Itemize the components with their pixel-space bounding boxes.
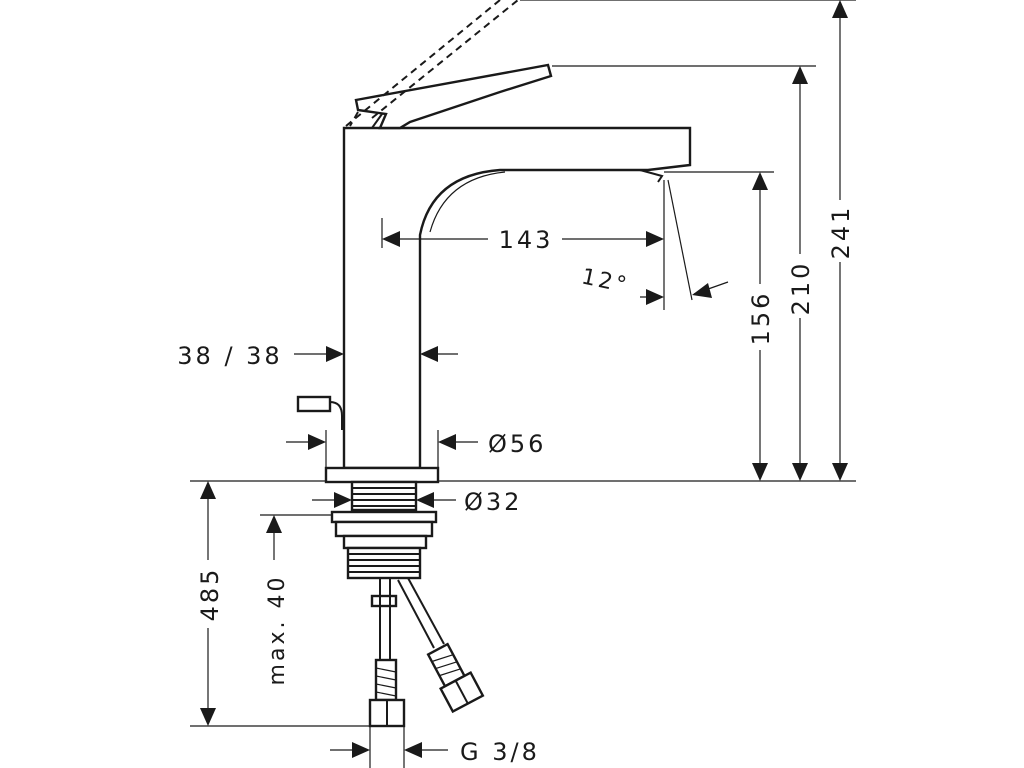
dimension-210: 210 — [787, 66, 815, 481]
label-143: 143 — [499, 226, 554, 254]
dimension-241: 241 — [827, 0, 855, 481]
dimension-485: 485 — [196, 481, 224, 726]
label-241: 241 — [827, 205, 855, 260]
label-diameter-56: Ø56 — [488, 430, 546, 458]
base-plate — [324, 466, 440, 484]
label-38-38: 38 / 38 — [177, 342, 282, 370]
faucet-body — [342, 126, 692, 470]
supply-hoses — [368, 577, 485, 728]
label-210: 210 — [787, 261, 815, 316]
dimension-diameter-32: Ø32 — [312, 488, 522, 516]
dimension-diameter-56: Ø56 — [286, 430, 546, 468]
dimension-143: 143 — [382, 226, 664, 254]
lever-handle — [354, 63, 553, 130]
label-156: 156 — [747, 291, 775, 346]
threaded-shank — [330, 480, 438, 580]
dimension-156: 156 — [747, 172, 775, 481]
lever-open-position — [345, 0, 519, 127]
dimension-max-40: max. 40 — [265, 515, 290, 685]
extension-lines — [190, 0, 856, 768]
popup-rod — [296, 395, 343, 430]
label-max-40: max. 40 — [265, 575, 290, 686]
dimension-angle: 12° — [579, 264, 729, 305]
label-12-degrees: 12° — [579, 264, 631, 298]
label-485: 485 — [196, 567, 224, 622]
label-g-3-8: G 3/8 — [460, 738, 540, 766]
dimension-g-3-8: G 3/8 — [330, 738, 540, 766]
label-diameter-32: Ø32 — [464, 488, 522, 516]
dimension-38-38: 38 / 38 — [177, 342, 458, 370]
